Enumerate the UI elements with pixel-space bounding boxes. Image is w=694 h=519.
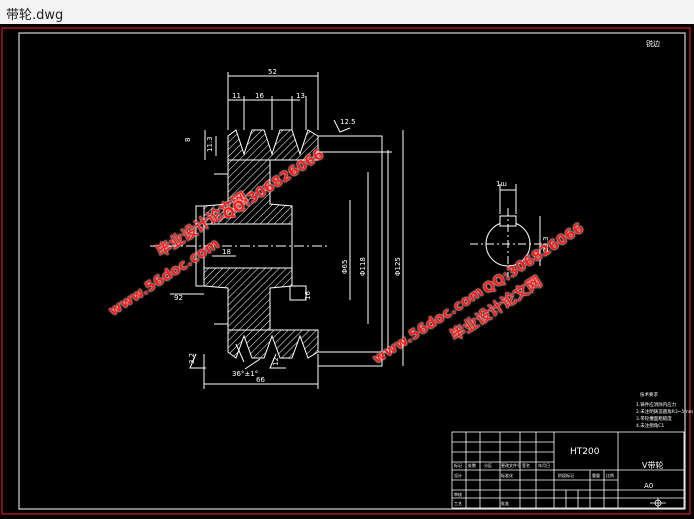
tech-req-line-1: 1.铸件应消除内应力 [636,401,677,408]
lower-rim-hatch [227,329,319,359]
stage-cell-2: 重量 [592,472,600,478]
part-name: V带轮 [642,460,663,470]
dim-28-3: 28.3 [542,236,550,252]
dim-12-5: 12.5 [340,118,356,126]
title-block [451,431,685,509]
header-cell-2: 处数 [468,462,476,468]
dim-52: 52 [268,68,277,76]
dim-phi118: Φ118 [359,257,367,276]
dim-11: 11 [232,92,241,100]
dim-92: 92 [174,294,183,302]
dim-66: 66 [256,376,265,384]
dim-phi125: Φ125 [394,257,402,276]
tech-req-title: 技术要求 [640,391,658,398]
drawing-canvas[interactable]: 52 11 16 13 11.3 12.5 Φ65 Φ118 Φ125 66 9… [0,24,694,519]
row-cell-1: 设计 [454,472,462,478]
dim-18: 18 [222,248,231,256]
dim-phi65: Φ65 [341,260,349,274]
header-cell-6: 年月日 [538,462,550,468]
dim-keyway: 1ш [496,180,507,188]
file-tab[interactable]: 带轮.dwg [6,8,64,23]
header-cell-1: 标记 [454,462,462,468]
row-cell-4: 工艺 [454,501,462,506]
dim-16b: 16 [304,291,312,300]
tech-req-line-4: 4.未注倒角C1 [636,422,664,429]
sheet-outer-border [1,27,691,515]
header-cell-5: 签名 [522,462,530,468]
pulley-section [150,129,392,367]
dimension-lines [170,72,404,389]
title-bar: 带轮.dwg [0,0,694,25]
header-cell-4: 更改文件号 [501,462,521,468]
dim-8: 8 [184,138,192,142]
header-cell-3: 分区 [484,462,492,468]
sheet-inner-border [18,32,686,510]
cad-drawing: 52 11 16 13 11.3 12.5 Φ65 Φ118 Φ125 66 9… [1,27,693,515]
dim-angle: 36°±1° [232,370,258,378]
upper-rim-hatch [227,129,319,161]
row-cell-2: 标准化 [501,472,513,478]
dim-11-3: 11.3 [206,136,214,152]
hub-side-view [470,184,546,280]
dim-3-2: 3.2 [188,353,196,364]
sheet-code: A0 [644,482,653,490]
lower-web-hatch [203,267,293,331]
corner-note: 锐边 [646,39,660,48]
dim-13: 13 [296,92,305,100]
tech-req-line-2: 2.未注明铸造圆角R3~5mm [636,408,693,415]
row-cell-3: 审核 [454,491,462,497]
dim-16: 16 [255,92,264,100]
dim-12: 12 [272,357,280,366]
tech-req-line-3: 3.带轮槽面粗糙度 [636,415,672,422]
row-cell-5: 批准 [501,500,509,506]
stage-cell-1: 阶段标记 [558,472,574,478]
material-label: HT200 [570,447,600,457]
stage-cell-3: 比例 [606,472,614,478]
